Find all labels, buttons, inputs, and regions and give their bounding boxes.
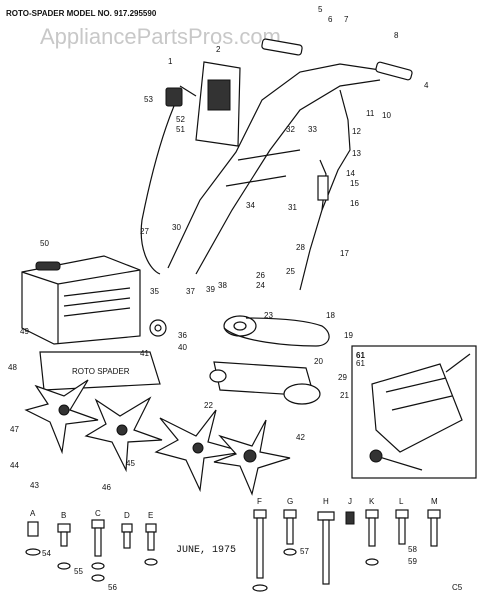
engine-block: [21, 255, 167, 345]
callout-45: 45: [126, 459, 135, 468]
callout-51: 51: [176, 125, 185, 134]
callout-41: 41: [140, 349, 149, 358]
callout-12: 12: [352, 127, 361, 136]
handle-assembly: [140, 38, 413, 291]
tines: [24, 379, 291, 496]
hw-letter-e: E: [148, 511, 153, 520]
inset-gearbox-detail: 61: [351, 345, 477, 479]
date-note: JUNE, 1975: [176, 545, 236, 556]
hw-letter-k: K: [369, 497, 375, 506]
callout-26: 26: [256, 271, 265, 280]
callout-42: 42: [296, 433, 305, 442]
hw-letter-j: J: [348, 497, 352, 506]
callout-32: 32: [286, 125, 295, 134]
model-title: ROTO-SPADER MODEL NO. 917.295590: [6, 9, 157, 18]
hw-letter-l: L: [399, 497, 404, 506]
corner-note: C5: [452, 583, 463, 592]
callout-50: 50: [40, 239, 49, 248]
callout-43: 43: [30, 481, 39, 490]
callout-10: 10: [382, 111, 391, 120]
callout-19: 19: [344, 331, 353, 340]
hardware-row: [25, 509, 441, 592]
callout-22: 22: [204, 401, 213, 410]
callout-16: 16: [350, 199, 359, 208]
callout-25: 25: [286, 267, 295, 276]
callout-53: 53: [144, 95, 153, 104]
hw-letter-b: B: [61, 511, 66, 520]
callout-40: 40: [178, 343, 187, 352]
callout-31: 31: [288, 203, 297, 212]
callout-39: 39: [206, 285, 215, 294]
callout-36: 36: [178, 331, 187, 340]
callout-27: 27: [140, 227, 149, 236]
shield-label: ROTO SPADER: [72, 367, 130, 376]
callout-55: 55: [74, 567, 83, 576]
callout-38: 38: [218, 281, 227, 290]
callout-24: 24: [256, 281, 265, 290]
callout-58: 58: [408, 545, 417, 554]
hw-letter-f: F: [257, 497, 262, 506]
callout-44: 44: [10, 461, 19, 470]
callout-34: 34: [246, 201, 255, 210]
callout-28: 28: [296, 243, 305, 252]
callout-18: 18: [326, 311, 335, 320]
callout-20: 20: [314, 357, 323, 366]
hw-letter-m: M: [431, 497, 438, 506]
inset-callout: 61: [356, 351, 365, 360]
callout-1: 1: [168, 57, 173, 66]
callout-21: 21: [340, 391, 349, 400]
callout-14: 14: [346, 169, 355, 178]
callout-61: 61: [356, 359, 365, 368]
callout-4: 4: [424, 81, 429, 90]
watermark: AppliancePartsPros.com: [40, 24, 281, 49]
callout-56: 56: [108, 583, 117, 592]
callout-23: 23: [264, 311, 273, 320]
callout-46: 46: [102, 483, 111, 492]
callout-13: 13: [352, 149, 361, 158]
callout-48: 48: [8, 363, 17, 372]
callout-7: 7: [344, 15, 349, 24]
belt-drive: [209, 315, 330, 405]
callout-5: 5: [318, 5, 323, 14]
callout-57: 57: [300, 547, 309, 556]
hw-letter-a: A: [30, 509, 36, 518]
callout-29: 29: [338, 373, 347, 382]
hw-letter-c: C: [95, 509, 101, 518]
hw-letter-g: G: [287, 497, 293, 506]
callout-33: 33: [308, 125, 317, 134]
callout-59: 59: [408, 557, 417, 566]
callout-52: 52: [176, 115, 185, 124]
callout-15: 15: [350, 179, 359, 188]
hw-letter-d: D: [124, 511, 130, 520]
callout-6: 6: [328, 15, 333, 24]
tine-shield: [39, 351, 161, 391]
callout-8: 8: [394, 31, 399, 40]
callout-30: 30: [172, 223, 181, 232]
hw-letter-h: H: [323, 497, 329, 506]
callout-2: 2: [216, 45, 221, 54]
callout-11: 11: [366, 109, 375, 118]
callout-49: 49: [20, 327, 29, 336]
callout-37: 37: [186, 287, 195, 296]
callout-35: 35: [150, 287, 159, 296]
callout-17: 17: [340, 249, 349, 258]
callout-47: 47: [10, 425, 19, 434]
callout-54: 54: [42, 549, 51, 558]
